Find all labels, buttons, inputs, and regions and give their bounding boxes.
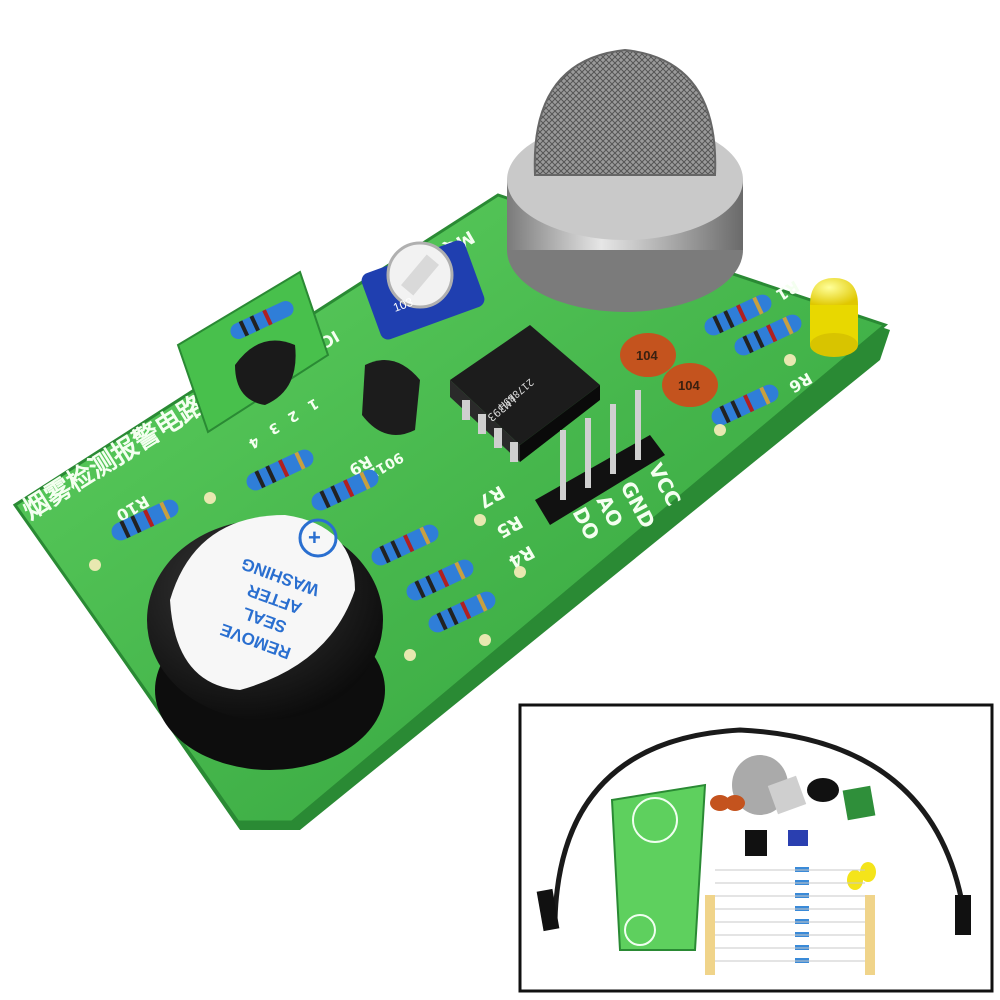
resistor (111, 499, 179, 541)
resistor (428, 591, 496, 633)
pin-header (535, 390, 665, 525)
resistor (704, 294, 772, 336)
plus-icon: + (308, 525, 321, 550)
ic-chip: LM393 2178B5H (450, 325, 600, 462)
resistor (371, 524, 439, 566)
gas-sensor: MQ (439, 48, 743, 312)
pot-marking: 103 (391, 295, 415, 315)
inset-chip (745, 830, 767, 856)
potentiometer: 103 (361, 240, 485, 340)
resistor (734, 314, 802, 356)
capacitor-2: 104 (662, 363, 718, 407)
buzzer: + REMOVE SEAL AFTER WASHING (147, 515, 385, 770)
resistors (111, 294, 802, 633)
solder-pads (89, 354, 796, 661)
cap-code-1: 104 (636, 348, 658, 363)
inset-pcb (610, 783, 707, 951)
inset-resistor-strip (705, 867, 875, 975)
capacitor-1: 104 (620, 333, 676, 377)
cap-code-2: 104 (678, 378, 700, 393)
sub-module: 1 2 3 4 (176, 270, 330, 451)
resistor (406, 559, 474, 601)
resistor (246, 449, 314, 491)
yellow-led (810, 278, 858, 357)
resistor (711, 384, 779, 426)
resistor (311, 469, 379, 511)
module-resistor (230, 301, 294, 339)
chip-pins (462, 400, 518, 462)
inset-photo (518, 703, 994, 993)
